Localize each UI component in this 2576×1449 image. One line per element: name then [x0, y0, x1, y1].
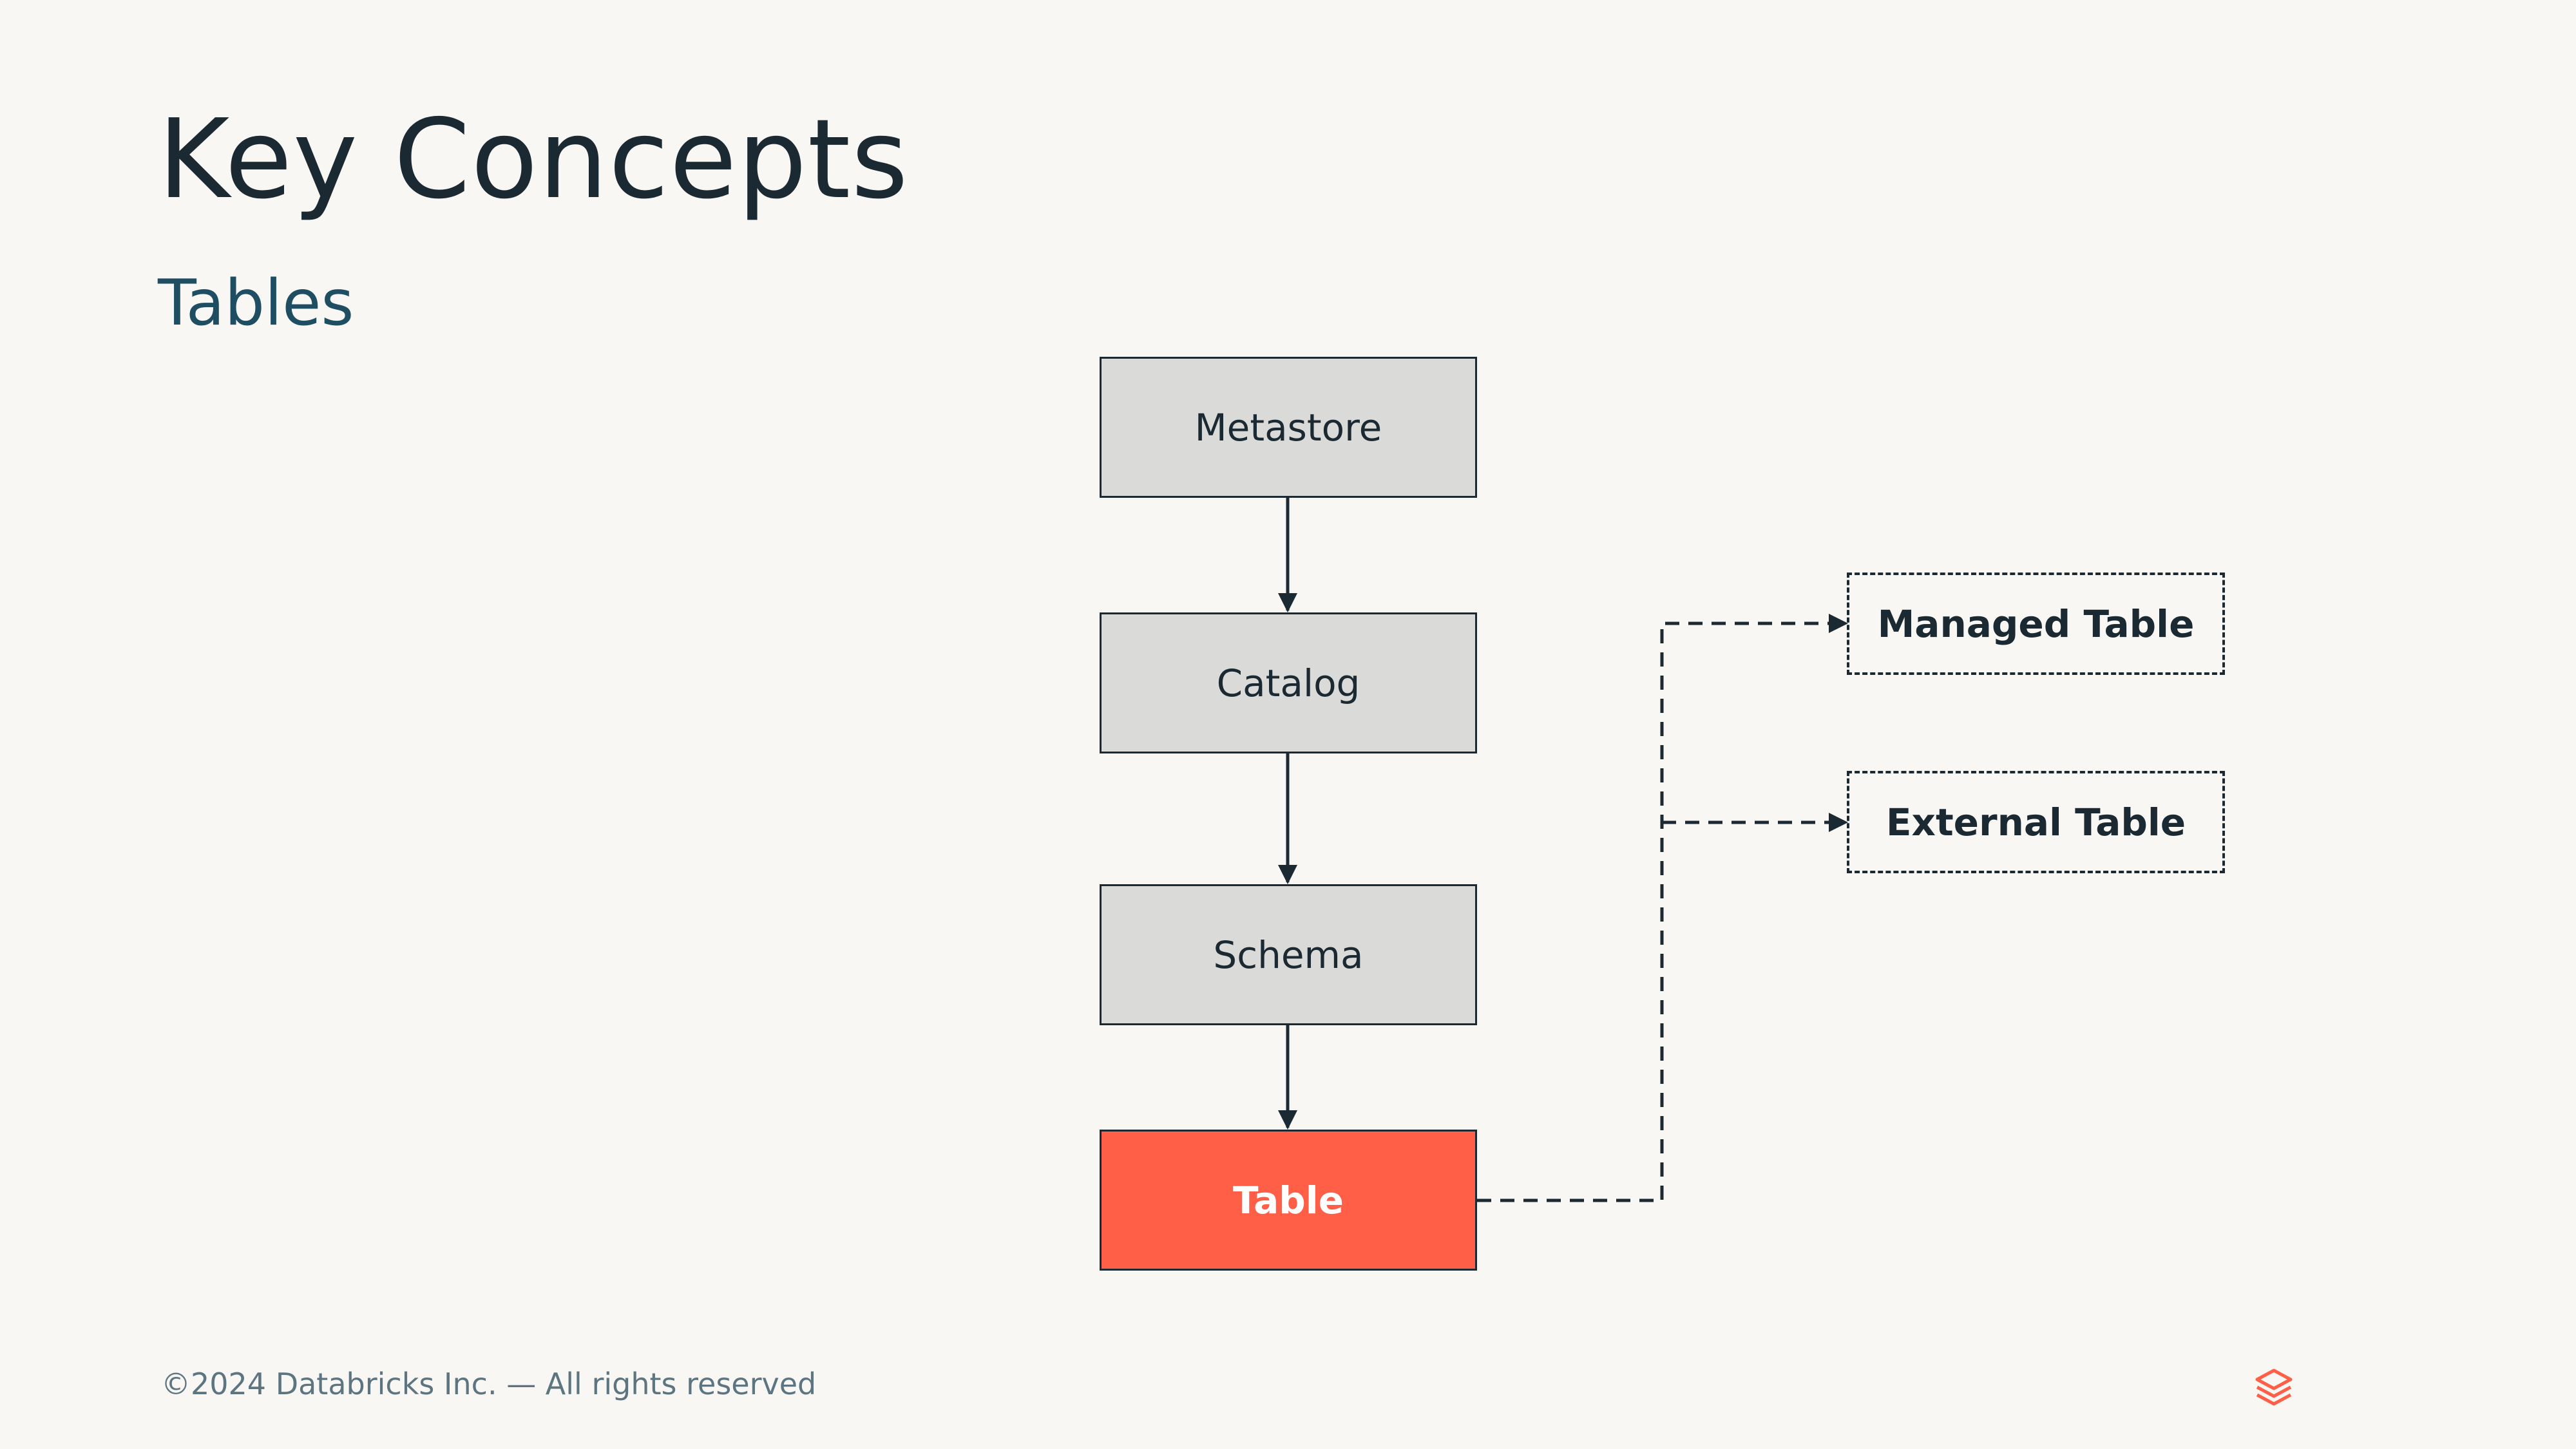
node-table-label: Table: [1233, 1178, 1344, 1222]
node-managed-table-label: Managed Table: [1877, 601, 2195, 646]
node-external-table: External Table: [1847, 771, 2225, 873]
node-metastore: Metastore: [1100, 357, 1477, 498]
node-managed-table: Managed Table: [1847, 573, 2225, 675]
footer-copyright: ©2024 Databricks Inc. — All rights reser…: [161, 1367, 817, 1401]
node-metastore-label: Metastore: [1194, 405, 1382, 450]
node-catalog: Catalog: [1100, 612, 1477, 753]
slide-title: Key Concepts: [158, 96, 909, 223]
node-schema-label: Schema: [1213, 933, 1364, 977]
databricks-logo-icon: [2255, 1368, 2293, 1406]
node-catalog-label: Catalog: [1216, 661, 1360, 705]
node-schema: Schema: [1100, 884, 1477, 1025]
edge-table-managed-table: [1477, 614, 1848, 1202]
node-external-table-label: External Table: [1885, 800, 2186, 844]
slide-subtitle: Tables: [158, 267, 354, 340]
node-table: Table: [1100, 1130, 1477, 1271]
